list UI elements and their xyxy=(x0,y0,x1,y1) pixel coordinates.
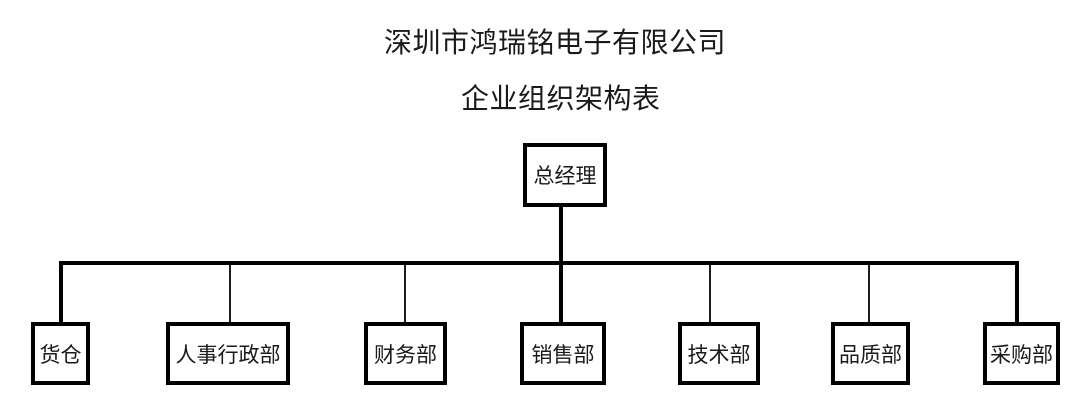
connector-corner-left xyxy=(59,261,63,322)
org-node-hr-admin: 人事行政部 xyxy=(166,322,290,385)
org-node-finance: 财务部 xyxy=(364,322,447,385)
connector-drop-finance xyxy=(404,265,406,322)
connector-drop-quality xyxy=(868,265,870,322)
chart-title: 企业组织架构表 xyxy=(461,83,661,114)
org-node-sales: 销售部 xyxy=(520,322,606,385)
connector-rail xyxy=(59,261,1019,265)
org-node-warehouse: 货仓 xyxy=(31,322,90,385)
org-node-technology: 技术部 xyxy=(678,322,760,385)
org-node-purchasing: 采购部 xyxy=(983,322,1060,385)
connector-drop-tech xyxy=(709,265,711,322)
org-node-general-manager: 总经理 xyxy=(523,143,607,207)
company-title: 深圳市鸿瑞铭电子有限公司 xyxy=(384,27,727,58)
connector-corner-right xyxy=(1015,261,1019,322)
connector-drop-hr xyxy=(229,265,231,322)
org-node-quality: 品质部 xyxy=(831,322,910,385)
